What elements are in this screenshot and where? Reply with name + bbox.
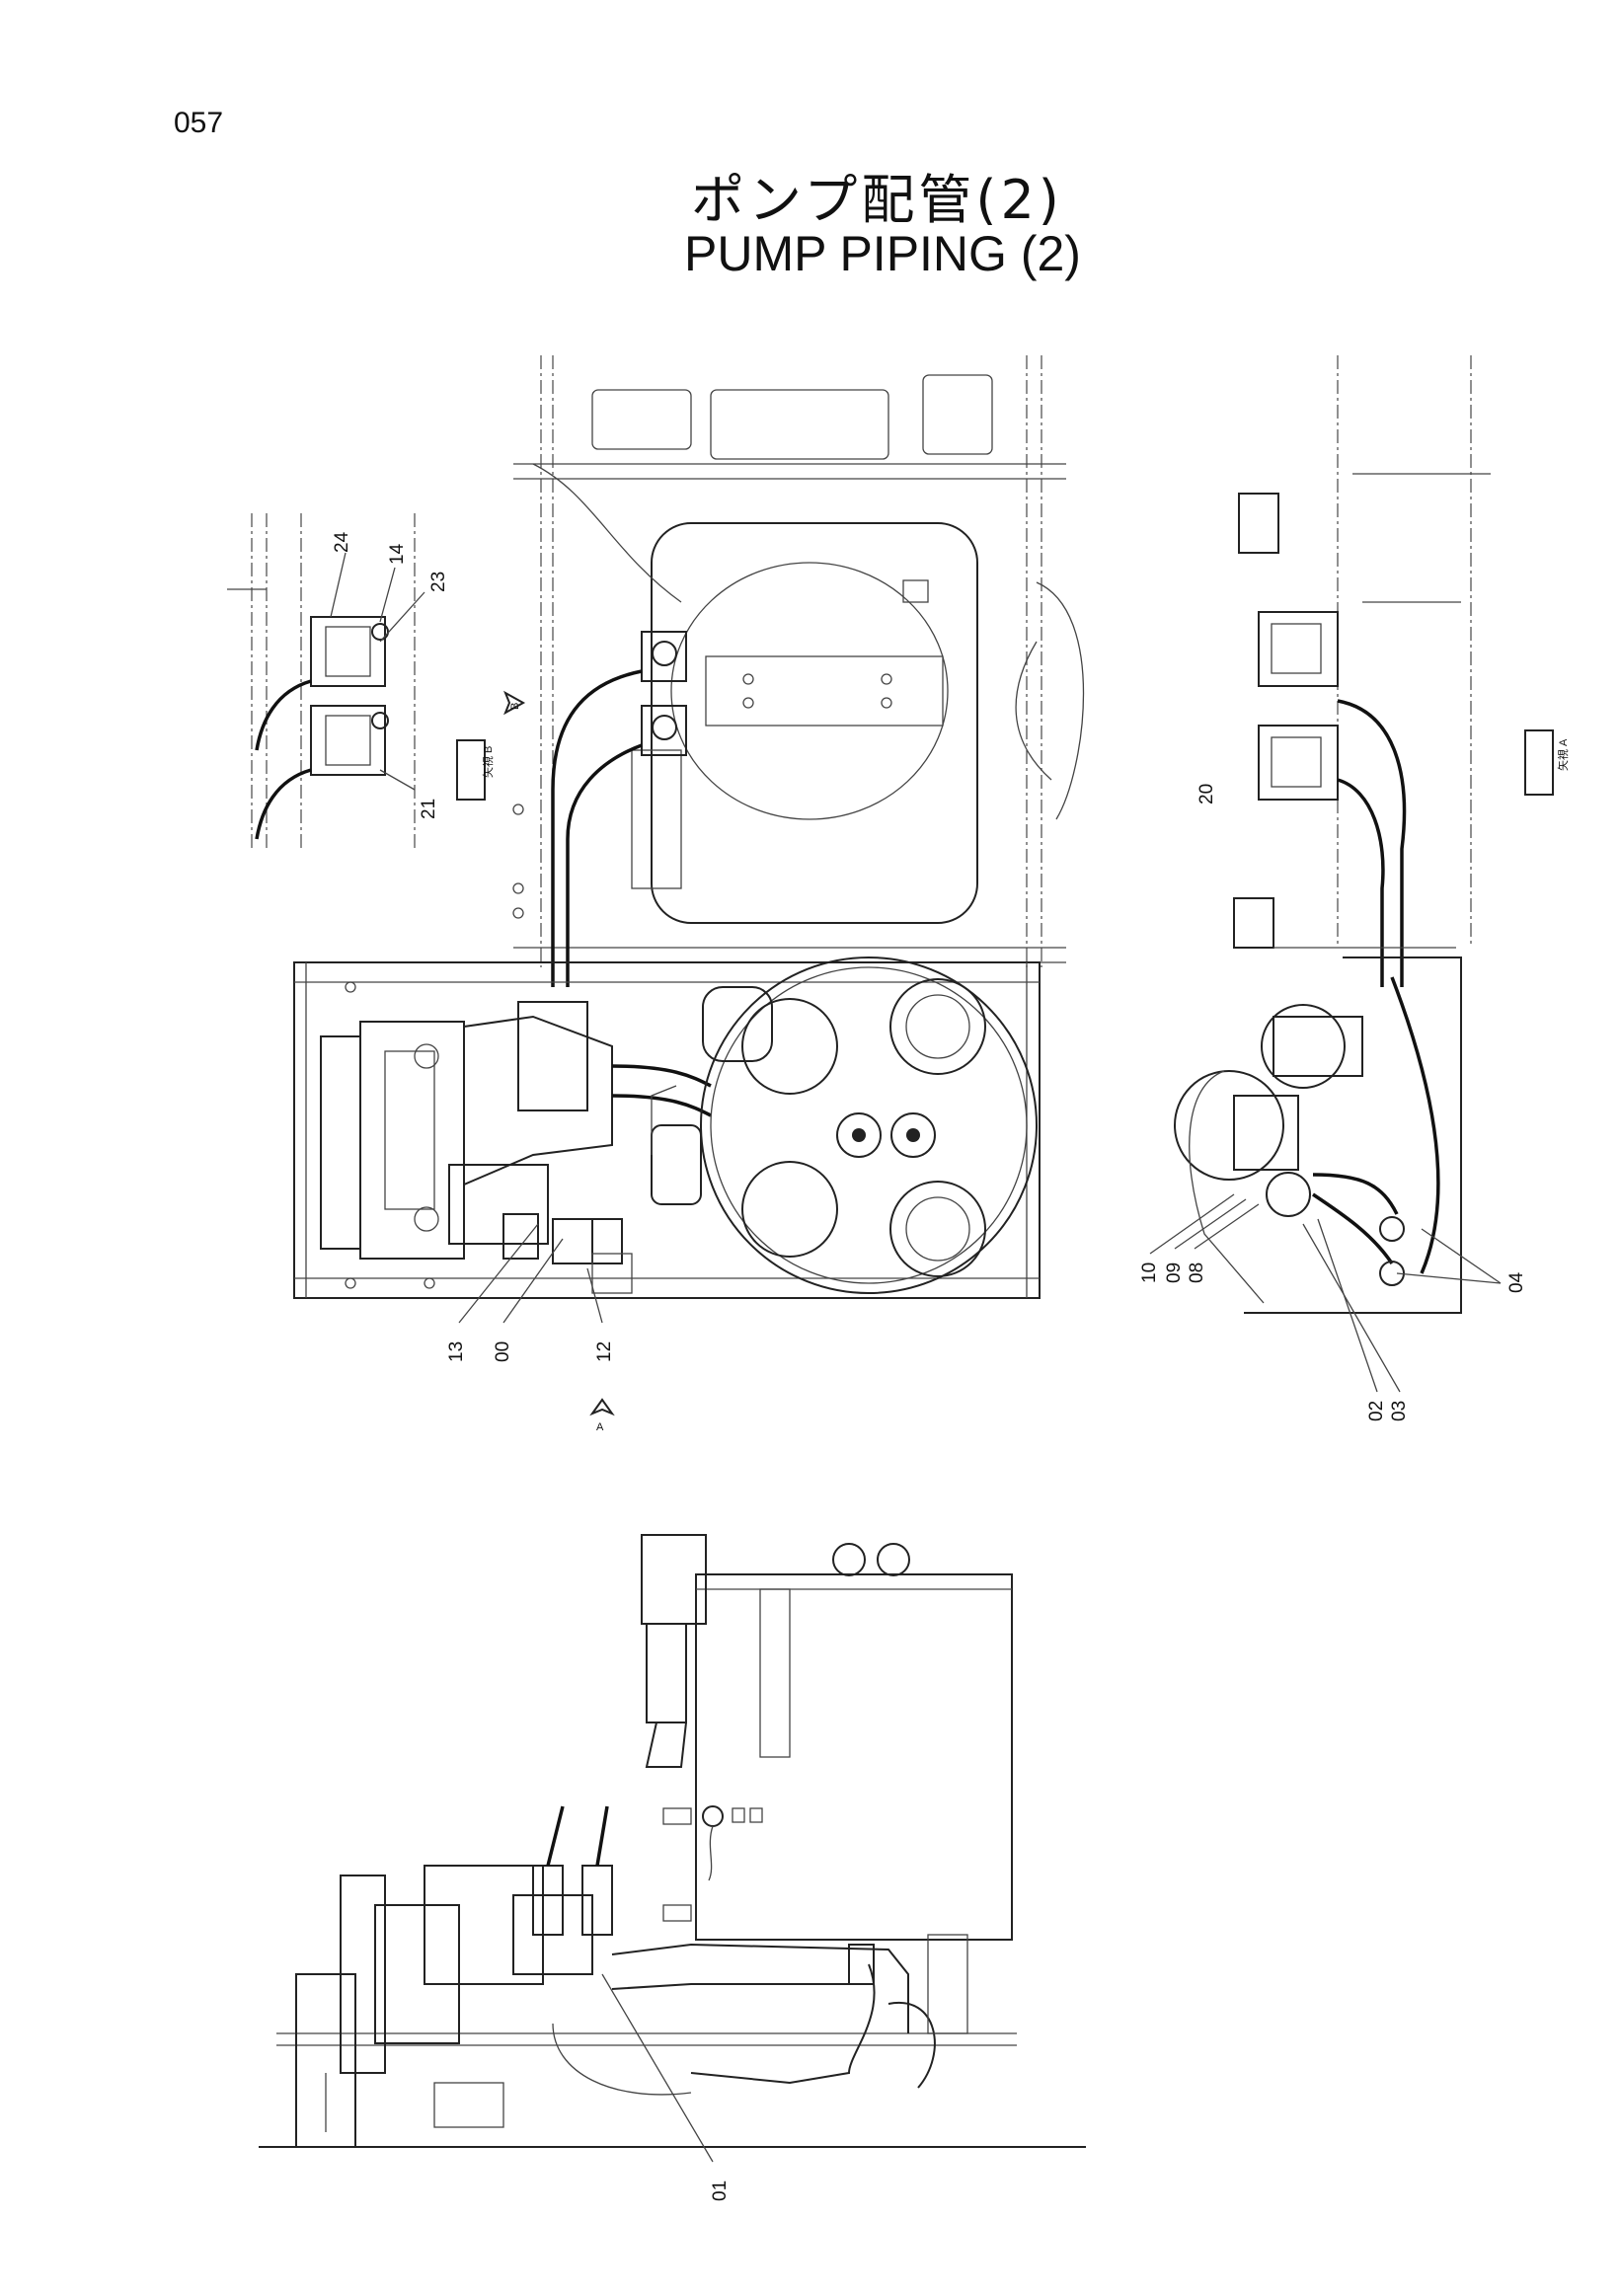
- view-b-detail: 矢視 B: [227, 513, 495, 849]
- title-english: PUMP PIPING (2): [684, 226, 1081, 281]
- callout-13: 13: [446, 1341, 467, 1362]
- callout-08: 08: [1187, 1263, 1207, 1283]
- callout-24: 24: [332, 531, 352, 553]
- callout-03: 03: [1389, 1401, 1410, 1421]
- plan-view-middle: A: [293, 957, 1041, 1433]
- view-a-detail: 矢視 A: [1149, 355, 1570, 1393]
- view-a-label: 矢視 A: [1556, 738, 1570, 771]
- callout-09: 09: [1164, 1263, 1185, 1283]
- plan-view-top: B: [503, 355, 1085, 987]
- side-elevation-view: [259, 1534, 1086, 2163]
- view-a-marker: A: [596, 1421, 604, 1433]
- title-japanese: ポンプ配管(2): [691, 169, 1063, 231]
- callout-14: 14: [387, 543, 408, 565]
- callout-21: 21: [419, 799, 439, 819]
- view-b-label: 矢視 B: [481, 746, 495, 778]
- callout-00: 00: [493, 1341, 513, 1362]
- callout-20: 20: [1196, 784, 1217, 804]
- callout-01: 01: [710, 2181, 731, 2201]
- callout-23: 23: [428, 572, 449, 592]
- callout-12: 12: [594, 1341, 615, 1362]
- callout-02: 02: [1366, 1401, 1387, 1421]
- callout-04: 04: [1506, 1271, 1527, 1293]
- page-number: 057: [174, 107, 224, 139]
- view-b-marker: B: [509, 703, 521, 710]
- callout-10: 10: [1139, 1263, 1160, 1283]
